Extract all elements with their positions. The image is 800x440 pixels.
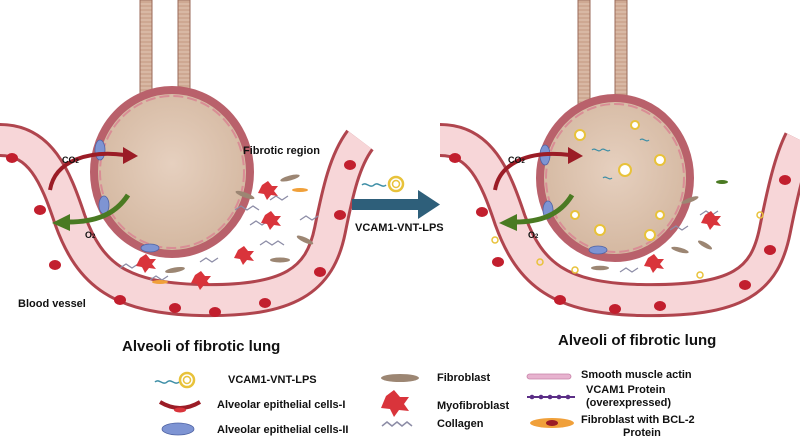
legend-vcam1-line2: (overexpressed) <box>586 397 671 409</box>
left-caption: Alveoli of fibrotic lung <box>122 338 281 355</box>
alveolus-left <box>90 86 254 258</box>
o2-arrow-left <box>67 193 131 225</box>
legend-bcl2: Fibroblast with BCL-2 Protein <box>581 414 695 440</box>
legend-fibroblast: Fibroblast <box>437 372 491 384</box>
nanoparticle-icon <box>154 380 180 384</box>
co2-sub-left: 2 <box>75 159 79 165</box>
co2-label-left: CO2 <box>62 155 79 165</box>
nanoparticles-right <box>570 120 666 241</box>
airway-left <box>139 0 191 96</box>
red-blood-cells-right <box>449 153 791 314</box>
legend-collagen: Collagen <box>437 418 484 430</box>
co2-text-right: CO <box>508 155 522 165</box>
treatment-label: VCAM1-VNT-LPS <box>355 222 444 234</box>
legend-vcam1-line1: VCAM1 Protein <box>586 384 666 396</box>
sma-icon <box>526 373 572 380</box>
o2-text-left: O <box>85 230 93 240</box>
bcl2-fibroblast-icon <box>530 418 574 428</box>
alveolus-right <box>536 94 694 262</box>
o2-label-right: O2 <box>528 230 538 240</box>
fibrotic-cells-right <box>491 180 764 279</box>
right-panel <box>438 0 800 318</box>
co2-arrow-right <box>493 151 571 191</box>
fibrotic-cells-left <box>119 174 319 290</box>
o2-sub-left: 2 <box>92 234 96 240</box>
co2-text-left: CO <box>62 155 76 165</box>
aec2-icon <box>161 422 195 436</box>
legend-icons <box>154 371 575 436</box>
o2-arrow-right <box>514 193 575 225</box>
airway-right <box>577 0 628 106</box>
treatment-arrow <box>352 175 440 219</box>
co2-label-right: CO2 <box>508 155 525 165</box>
legend-sma: Smooth muscle actin <box>581 369 692 381</box>
legend-bcl2-line2: Protein <box>623 427 661 439</box>
legend-bcl2-line1: Fibroblast with BCL-2 <box>581 414 695 426</box>
vcam1-protein-icon <box>527 394 575 400</box>
legend-vnt-lps: VCAM1-VNT-LPS <box>228 374 317 386</box>
aec1-icon <box>158 400 202 410</box>
co2-sub-right: 2 <box>521 159 525 165</box>
right-caption: Alveoli of fibrotic lung <box>558 332 717 349</box>
left-panel <box>0 0 375 318</box>
legend-aec1: Alveolar epithelial cells-I <box>217 399 346 411</box>
collagen-icon <box>381 421 413 427</box>
legend-aec2: Alveolar epithelial cells-II <box>217 424 349 436</box>
fibrotic-region-label: Fibrotic region <box>243 145 320 157</box>
myofibroblast-icon <box>381 390 409 417</box>
o2-text-right: O <box>528 230 536 240</box>
o2-sub-right: 2 <box>535 234 539 240</box>
fibroblast-icon <box>381 374 419 382</box>
legend-myofibroblast: Myofibroblast <box>437 400 510 412</box>
blood-vessel-label: Blood vessel <box>18 298 86 310</box>
co2-arrow-left <box>48 151 126 191</box>
red-blood-cells-left <box>6 153 356 317</box>
o2-label-left: O2 <box>85 230 95 240</box>
legend-vcam1: VCAM1 Protein (overexpressed) <box>586 384 671 410</box>
